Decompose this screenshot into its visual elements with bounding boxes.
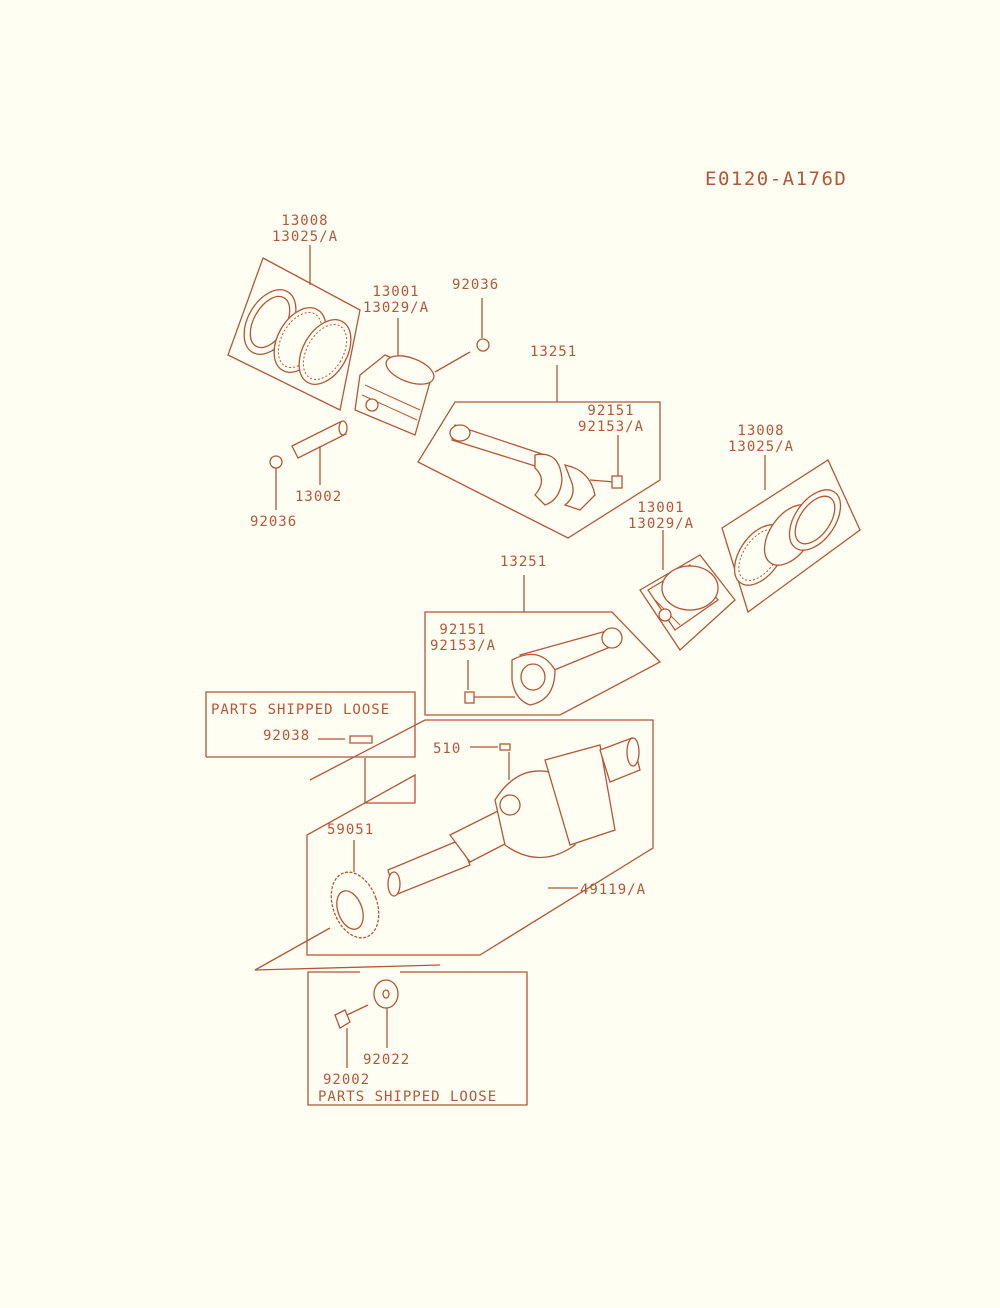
label-piston-top: 13001 13029/A <box>363 284 429 316</box>
parts-loose-box-bottom <box>307 971 528 1106</box>
connecting-rod-top[interactable] <box>417 401 661 539</box>
label-conrod-mid: 13251 <box>500 554 548 570</box>
label-rings-right: 13008 13025/A <box>728 423 794 455</box>
label-pin: 13002 <box>295 489 343 505</box>
part-number: 13029/A <box>363 300 430 316</box>
part-number: 13029/A <box>628 516 695 532</box>
washer-92022[interactable] <box>373 979 399 1009</box>
part-number: 13025/A <box>728 439 795 455</box>
label-washer: 92022 <box>363 1052 411 1068</box>
label-clip-top: 92036 <box>452 277 500 293</box>
label-bolt-bottom: 92002 <box>323 1072 371 1088</box>
dowel-pin[interactable] <box>349 735 373 744</box>
piston-rings-right[interactable] <box>721 459 861 614</box>
piston-top[interactable] <box>354 350 438 436</box>
parts-loose-label-bottom: PARTS SHIPPED LOOSE <box>318 1089 498 1105</box>
part-number: 13008 <box>281 213 329 229</box>
label-key: 510 <box>433 741 462 757</box>
label-pin-loose: 92038 <box>263 728 311 744</box>
piston-right[interactable] <box>639 554 736 651</box>
bolt-92002[interactable] <box>334 1004 369 1029</box>
part-number: 92151 <box>439 622 487 638</box>
part-number: 92153/A <box>578 419 645 435</box>
woodruff-key[interactable] <box>499 743 511 751</box>
label-gear: 59051 <box>327 822 375 838</box>
part-number: 13001 <box>637 500 685 516</box>
parts-loose-box-top <box>205 691 416 758</box>
label-conrod-top: 13251 <box>530 344 578 360</box>
diagram-code: E0120-A176D <box>705 168 848 190</box>
circlip-top[interactable] <box>476 338 490 352</box>
connecting-rod-mid[interactable] <box>424 611 662 716</box>
label-clip-bottom: 92036 <box>250 514 298 530</box>
label-bolt-top: 92151 92153/A <box>578 403 644 435</box>
part-number: 92153/A <box>430 638 497 654</box>
crankshaft-gear[interactable] <box>323 866 388 945</box>
label-piston-right: 13001 13029/A <box>628 500 694 532</box>
crankshaft-frame <box>306 719 654 956</box>
part-number: 92151 <box>587 403 635 419</box>
circlip-bottom[interactable] <box>269 455 283 469</box>
part-number: 13008 <box>737 423 785 439</box>
label-crankshaft: 49119/A <box>580 882 647 898</box>
piston-pin[interactable] <box>291 420 348 459</box>
label-bolt-mid: 92151 92153/A <box>430 622 496 654</box>
parts-loose-label-top: PARTS SHIPPED LOOSE <box>211 702 391 718</box>
piston-rings-top[interactable] <box>227 257 362 411</box>
part-number: 13025/A <box>272 229 339 245</box>
crankshaft[interactable] <box>387 737 641 897</box>
label-rings-top: 13008 13025/A <box>272 213 338 245</box>
part-number: 13001 <box>372 284 420 300</box>
